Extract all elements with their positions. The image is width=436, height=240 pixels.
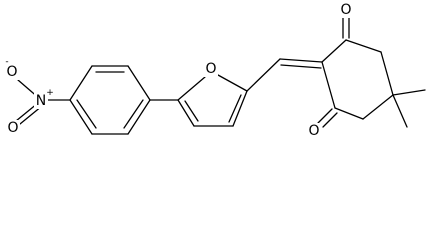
bond-methine-ring-2	[280, 64, 322, 69]
furan-bond-c4-c5	[177, 99, 195, 127]
furan-bond-c5-o	[177, 76, 206, 101]
methyl-bond-right	[392, 89, 426, 96]
benzene-bond-6	[69, 99, 93, 135]
gem-dimethyl-bonds	[392, 89, 426, 128]
furan-oxygen-label: O	[205, 61, 216, 77]
ring-bond-c1-c6	[345, 39, 382, 53]
ring-bond-c3-c2	[321, 61, 336, 109]
nitro-oxygen-top-label: O	[6, 64, 17, 80]
ketone-oxygen-top-label: O	[340, 2, 351, 18]
benzene-bond-1	[69, 65, 93, 101]
ketone-bottom-bond-2	[322, 112, 338, 128]
benzene-inner-bond-c	[76, 99, 97, 129]
molecular-structure: O - N + O O O O	[5, 2, 426, 139]
benzene-ring	[69, 65, 151, 135]
furan-bond-c2-c3	[232, 90, 248, 127]
ring-bond-c2-c1	[321, 39, 347, 63]
benzene-inner-bond-b	[123, 99, 144, 129]
bond-methine-ring-1	[279, 58, 323, 63]
ring-bond-c6-c5	[380, 51, 394, 96]
benzene-bond-4	[127, 99, 151, 135]
methyl-bond-down	[392, 94, 408, 128]
label-bg-furan-oxygen	[204, 61, 218, 77]
nitro-nitrogen-charge: +	[46, 88, 54, 98]
ring-bond-c4-c3	[334, 107, 364, 120]
furan-ring	[177, 74, 248, 127]
furan-inner-bond-b	[184, 100, 199, 122]
ketone-bonds	[317, 16, 350, 128]
methylidene-linker	[246, 58, 323, 92]
label-bg-ketone-oxygen-top	[339, 2, 353, 18]
benzene-bond-3	[127, 65, 151, 101]
nitro-oxygen-charge: -	[5, 57, 8, 67]
furan-bond-o-c2	[217, 74, 248, 92]
bond-furan-methine	[246, 58, 281, 92]
nitro-oxygen-bottom-label: O	[7, 120, 18, 136]
furan-inner-bond-a	[228, 94, 242, 123]
label-bg-nitro-oxygen-top	[6, 64, 20, 80]
label-bg-nitro-oxygen-bottom	[6, 120, 20, 136]
atom-labels: O - N + O O O O	[5, 2, 353, 139]
label-bg-ketone-oxygen-bottom	[307, 123, 321, 139]
cyclohexanedione-ring	[321, 39, 394, 120]
nitro-nitrogen-label: N	[36, 93, 46, 109]
ketone-bottom-bond-1	[317, 108, 333, 124]
ring-bond-c5-c4	[362, 94, 394, 120]
ketone-oxygen-bottom-label: O	[308, 123, 319, 139]
label-bg-nitro-nitrogen	[34, 93, 48, 109]
